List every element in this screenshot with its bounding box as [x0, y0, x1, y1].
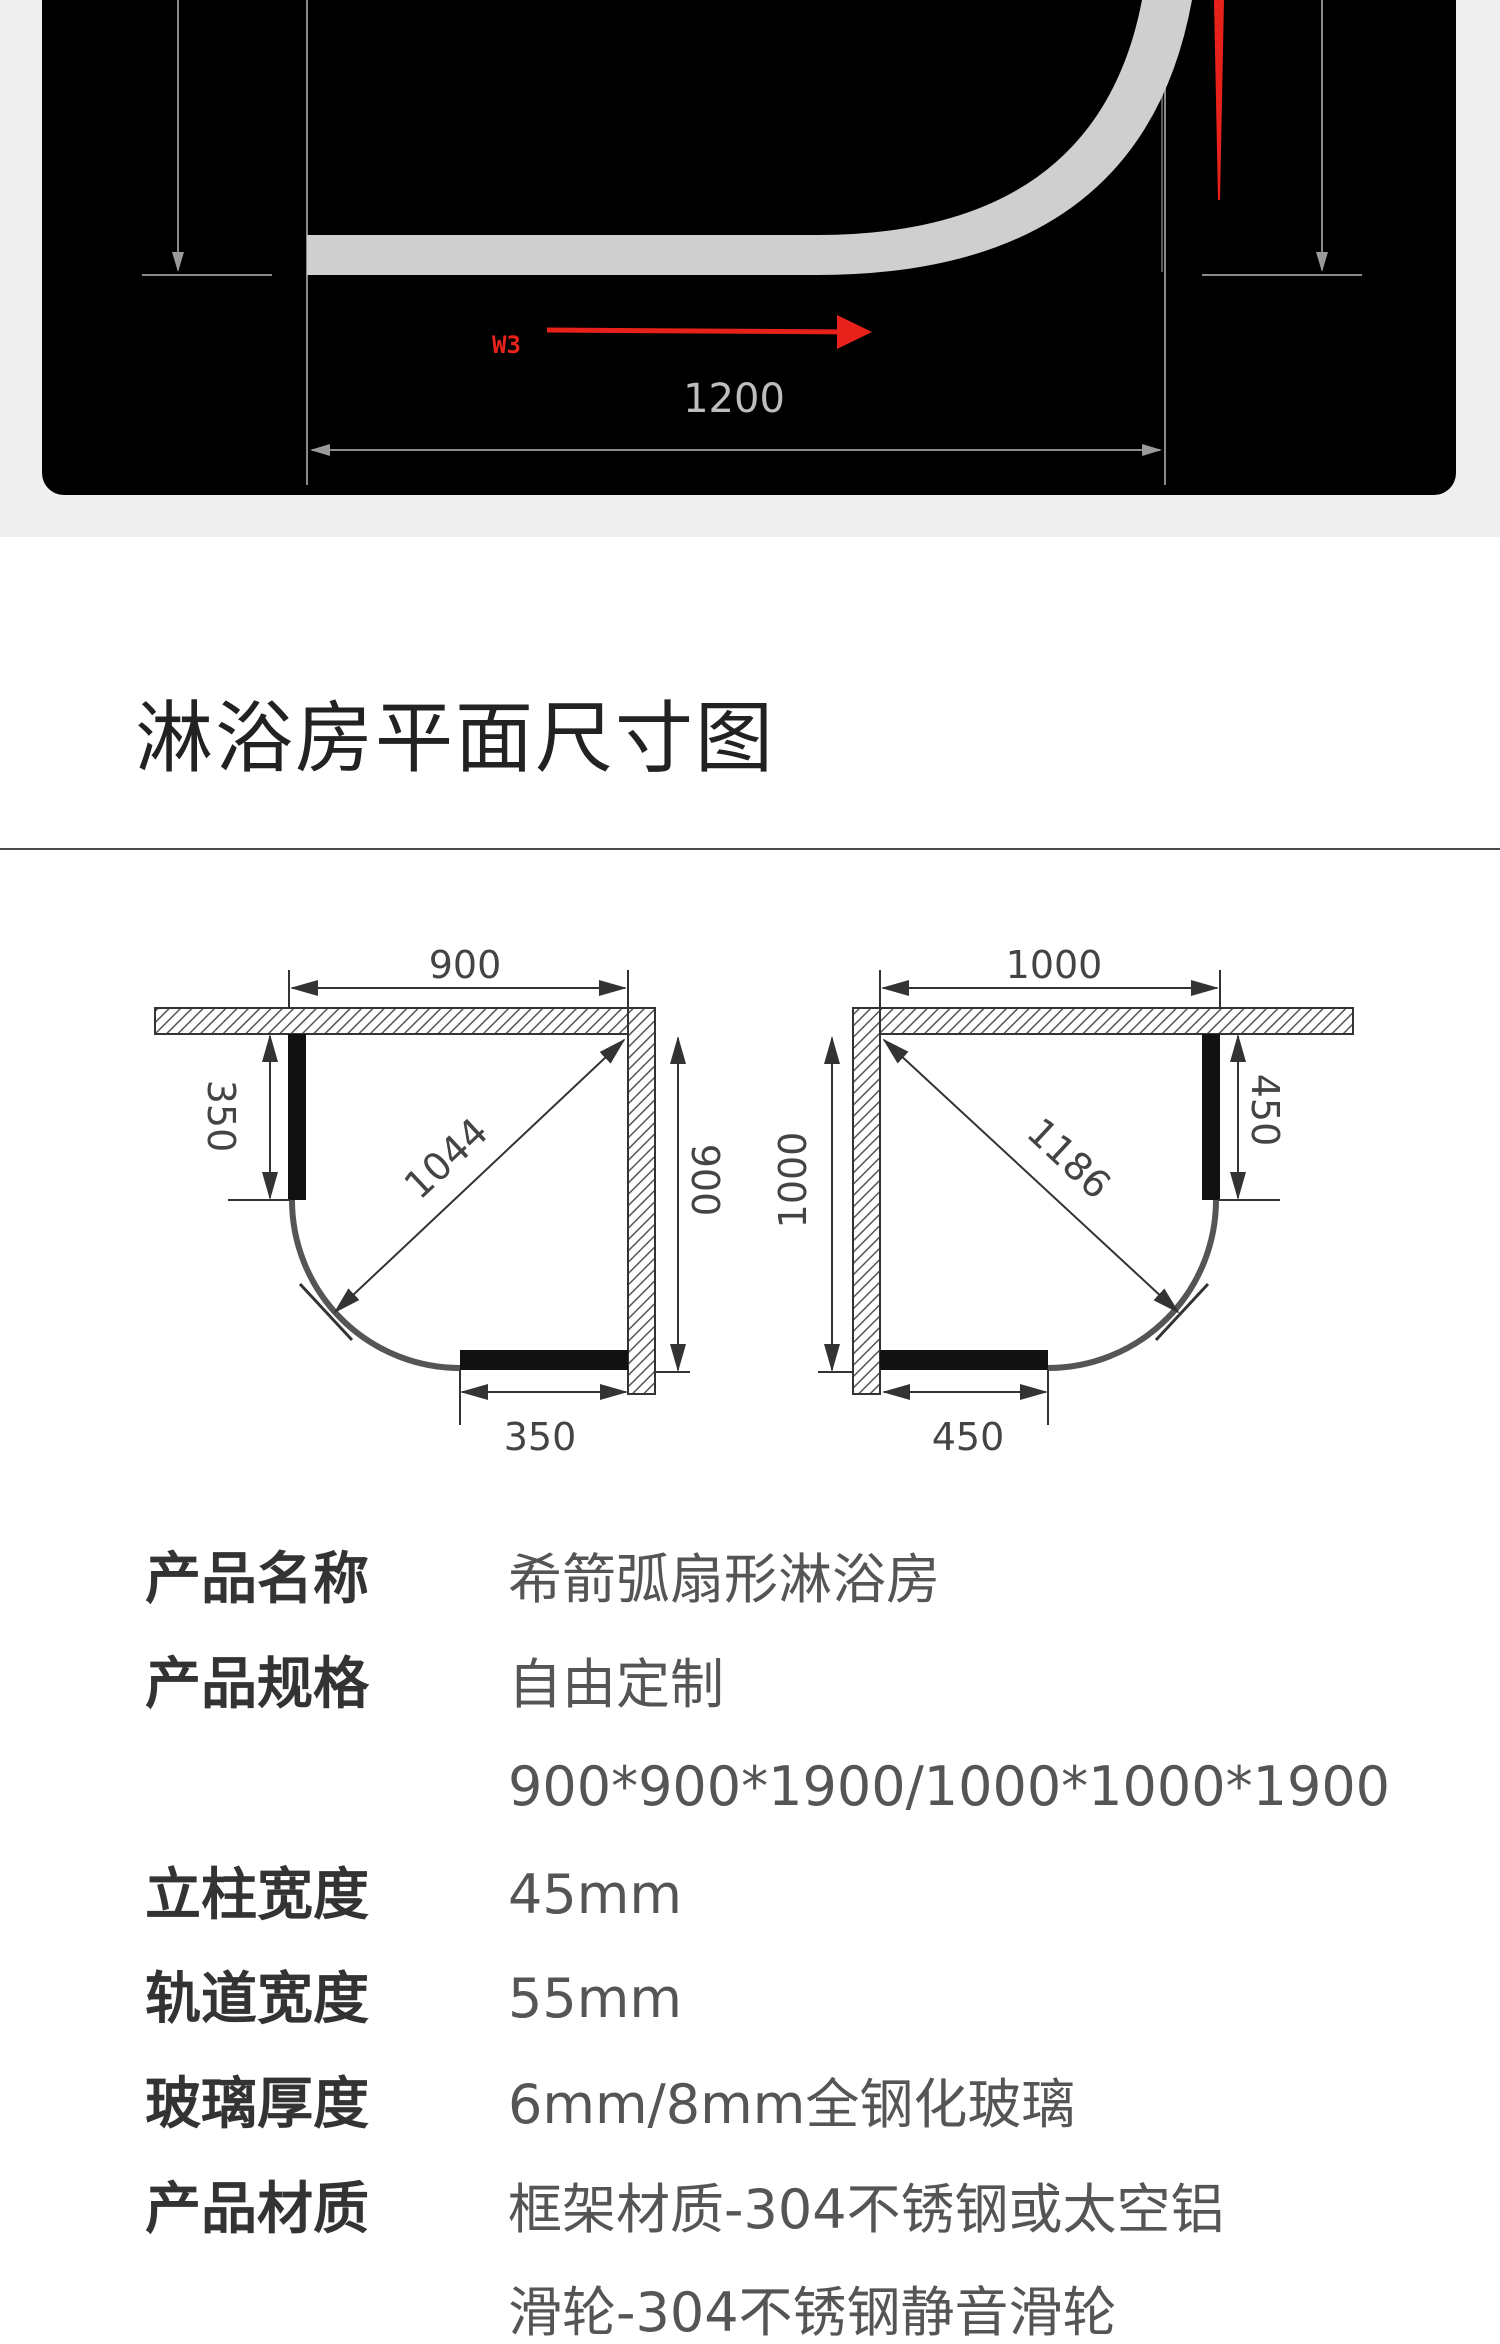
spec-label-post-width: 立柱宽度 — [145, 1863, 369, 1928]
plan-right-curved-door-inner — [1047, 1199, 1209, 1361]
plan-left-right-wall — [627, 1007, 656, 1395]
plan-right-fixed-panel-side — [1202, 1034, 1220, 1200]
spec-value-product-spec: 自由定制 — [508, 1653, 724, 1716]
plan-left-fixed-panel-bottom — [460, 1350, 628, 1370]
plan-right-diagonal — [882, 1038, 1180, 1314]
plan-right-curved-door — [1047, 1199, 1219, 1371]
spec-label-material: 产品材质 — [145, 2177, 369, 2242]
plan-left-fixed-panel-bottom-label: 350 — [504, 1415, 577, 1459]
red-arrow-w3-head — [837, 315, 872, 349]
red-arrow-vertical — [1214, 0, 1224, 200]
spec-value-dimensions: 900*900*1900/1000*1000*1900 — [508, 1755, 1391, 1818]
plan-right-fixed-panel-bottom — [880, 1350, 1048, 1370]
spec-label-track-width: 轨道宽度 — [145, 1967, 369, 2032]
plan-left-top-wall — [154, 1007, 656, 1035]
plan-right-handle — [1154, 1282, 1210, 1342]
spec-value-track-width: 55mm — [508, 1967, 682, 2030]
plan-left-side-height: 900 — [683, 1144, 727, 1217]
top-diagram-panel: W3 1200 — [42, 0, 1456, 495]
section-title: 淋浴房平面尺寸图 — [135, 694, 776, 784]
plan-right-top-width: 1000 — [1006, 943, 1103, 987]
plan-right-diagonal-label: 1186 — [1018, 1109, 1119, 1207]
spec-value-post-width: 45mm — [508, 1863, 682, 1926]
plan-left-fixed-panel-side-label: 350 — [199, 1080, 243, 1153]
red-arrow-w3 — [546, 327, 858, 335]
plan-left-curved-door — [289, 1199, 461, 1371]
plan-left-handle — [298, 1282, 354, 1342]
plan-right-top-wall — [852, 1007, 1354, 1035]
curved-track — [307, 0, 1192, 275]
arrow-label-w3: W3 — [492, 331, 521, 359]
spec-value-product-name: 希箭弧扇形淋浴房 — [508, 1548, 940, 1611]
spec-label-glass-thickness: 玻璃厚度 — [145, 2072, 369, 2137]
section-divider — [0, 848, 1500, 850]
plan-left: 1044 900 900 350 350 — [154, 943, 727, 1459]
plan-right-left-wall — [852, 1007, 881, 1395]
plan-left-fixed-panel-side — [288, 1034, 306, 1200]
width-dimension-label: 1200 — [683, 376, 785, 422]
plan-left-diagonal — [333, 1038, 626, 1314]
floor-plans-svg: 1044 900 900 350 350 — [154, 943, 1354, 1459]
plan-left-curved-door-inner — [299, 1199, 461, 1361]
plan-right-side-height: 1000 — [771, 1132, 815, 1229]
spec-label-product-name: 产品名称 — [145, 1547, 369, 1612]
top-diagram-svg: W3 1200 — [142, 0, 1362, 485]
plan-right-fixed-panel-side-label: 450 — [1243, 1074, 1287, 1147]
plan-left-diagonal-label: 1044 — [396, 1109, 497, 1207]
plan-right: 1186 1000 1000 450 450 — [771, 943, 1354, 1459]
spec-value-glass-thickness: 6mm/8mm全钢化玻璃 — [508, 2073, 1076, 2136]
spec-value-material-frame: 框架材质-304不锈钢或太空铝 — [508, 2178, 1225, 2241]
spec-value-material-pulley: 滑轮-304不锈钢静音滑轮 — [508, 2281, 1117, 2344]
spec-label-product-spec: 产品规格 — [145, 1652, 369, 1717]
plan-left-top-width: 900 — [429, 943, 502, 987]
plan-right-fixed-panel-bottom-label: 450 — [932, 1415, 1005, 1459]
